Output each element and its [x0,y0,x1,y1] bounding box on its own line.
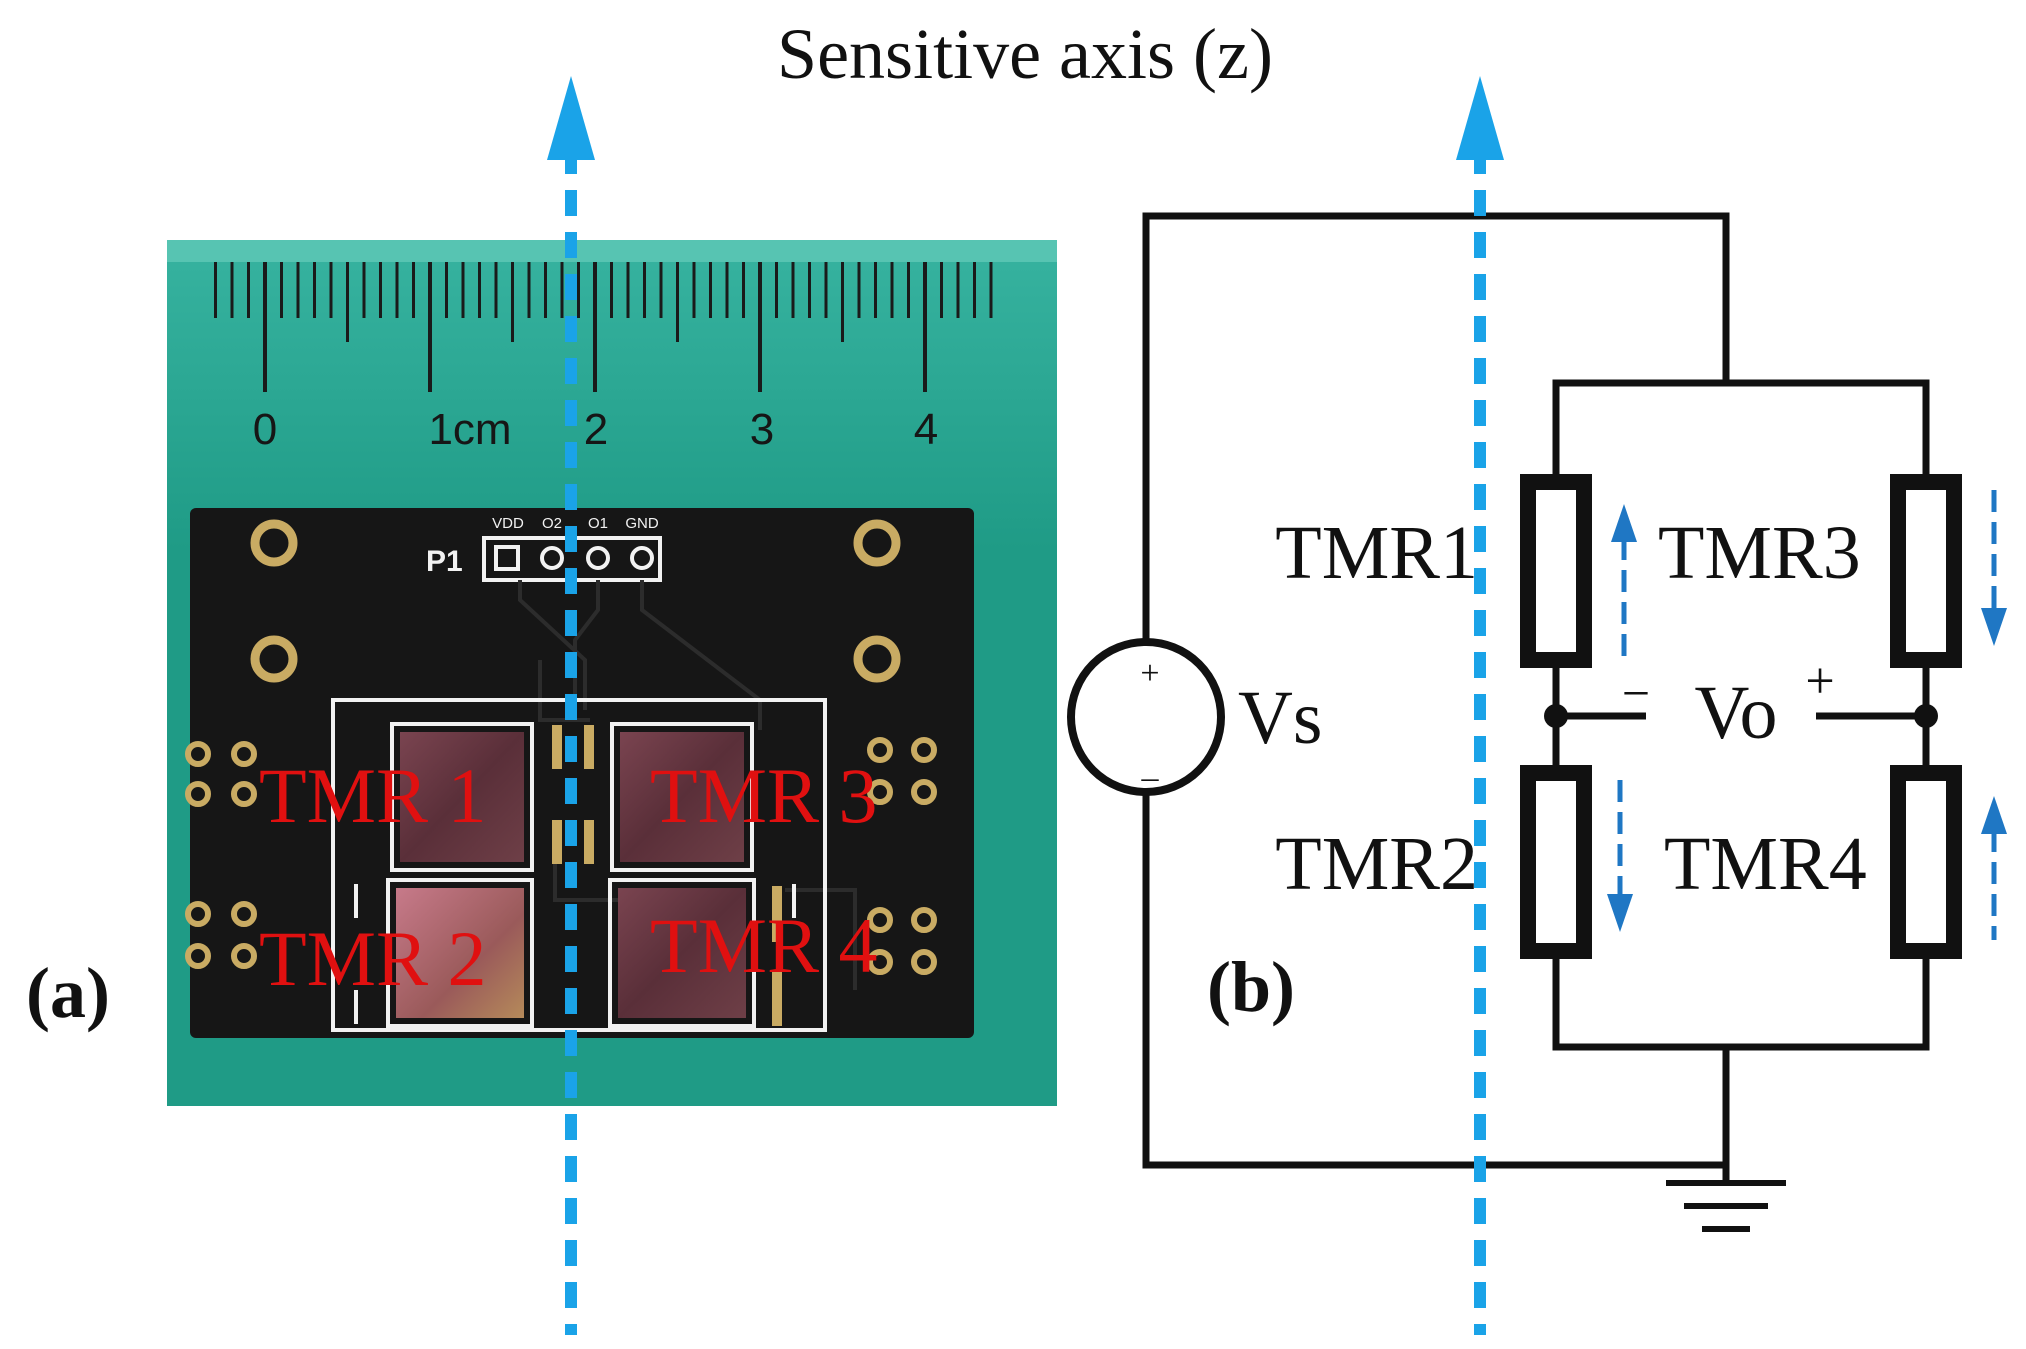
chip-tmr2 [396,888,524,1018]
side-pad [231,781,257,807]
mounting-hole [250,519,298,567]
mounting-holes [250,519,901,683]
circuit-wires [1142,212,1930,1183]
pin-label-gnd: GND [625,515,659,532]
side-pad [185,741,211,767]
resistor-label-tmr3: TMR3 [1658,511,1861,595]
mounting-hole [853,519,901,567]
junction-dot [1544,704,1568,728]
panel-b: + – Vs − Vo + TMR1 TMR3 TMR2 TMR4 [1067,212,2007,1232]
arrow-down-icon [1981,608,2007,646]
middle-components [552,725,782,1026]
arrow-up-icon [1611,504,1637,542]
sensor-label-tmr2: TMR 2 [259,915,487,1002]
arrow-up-icon [1981,796,2007,834]
resistor-label-tmr2: TMR2 [1275,822,1478,906]
source-minus: – [1141,759,1160,796]
chip-tmr1 [400,732,524,862]
side-pad [185,943,211,969]
side-pad [185,781,211,807]
pin-label-o1: O1 [588,515,608,532]
side-pad [231,901,257,927]
side-pad [867,907,893,933]
silkscreen-ticks [354,884,796,1024]
voltage-source [1067,638,1225,796]
arrow-down-icon [1607,894,1633,932]
chip-tmr3 [620,732,744,862]
sensor-label-tmr4: TMR 4 [650,902,878,989]
side-pad [867,779,893,805]
panel-b-label: (b) [1207,947,1295,1027]
side-pad [911,779,937,805]
header-pin-square [494,545,520,571]
side-pad [231,741,257,767]
pin-label-vdd: VDD [492,515,524,532]
side-pad [911,949,937,975]
resistor-tmr4 [1890,765,1962,959]
ruler-tick-4: 4 [914,405,938,454]
bias-arrow-tmr1 [1611,504,1637,660]
mounting-hole [853,635,901,683]
header-pin [586,546,610,570]
sensor-label-tmr1: TMR 1 [259,752,487,839]
ground-icon [1666,1180,1786,1232]
arrow-head [547,76,595,160]
header-pin [630,546,654,570]
side-pad [185,901,211,927]
ruler-tick-3: 3 [750,405,774,454]
source-label: Vs [1238,676,1322,760]
resistor-label-tmr4: TMR4 [1664,822,1867,906]
resistor-tmr3 [1890,474,1962,668]
header-name: P1 [426,545,463,578]
resistor-label-tmr1: TMR1 [1275,511,1478,595]
bias-arrow-tmr4 [1981,796,2007,940]
figure-title: Sensitive axis (z) [777,14,1273,94]
bias-arrow-tmr2 [1607,780,1633,932]
output-plus: + [1805,653,1834,710]
sensor-label-tmr3: TMR 3 [650,752,878,839]
resistor-tmr1 [1520,474,1592,668]
chip-outline-1 [390,722,534,872]
panel-a: 0 1cm 2 3 4 P1 VDD O2 O1 GND [26,240,1057,1106]
bias-arrow-tmr3 [1981,490,2007,646]
ruler-minor-ticks [214,262,993,342]
side-pad [231,943,257,969]
header-pin [540,546,564,570]
sensitive-axis-arrow-a [547,76,595,1335]
pin-label-o2: O2 [542,515,562,532]
ruler-major-ticks [263,262,927,392]
mounting-hole [250,635,298,683]
ruler-tick-2: 2 [584,405,608,454]
ruler-tick-1cm: 1cm [428,405,511,454]
header-pins [494,545,654,571]
output-label: Vo [1694,671,1777,755]
chip-outline-4 [608,878,756,1028]
resistor-tmr2 [1520,765,1592,959]
source-plus: + [1140,655,1159,692]
side-pad [911,907,937,933]
side-pad [867,949,893,975]
panel-a-label: (a) [26,953,110,1033]
sensitive-axis-arrow-b [1456,76,1504,1335]
side-pad [867,737,893,763]
chip-outline-3 [610,722,754,872]
chip-outline-2 [386,878,534,1028]
arrow-head [1456,76,1504,160]
chip-tmr4 [618,888,746,1018]
ruler-edge [167,240,1057,262]
output-minus: − [1622,665,1650,721]
ruler-tick-0: 0 [253,405,277,454]
side-pads [185,737,937,975]
junction-dot [1914,704,1938,728]
silkscreen-outline [331,698,827,1032]
side-pad [911,737,937,763]
